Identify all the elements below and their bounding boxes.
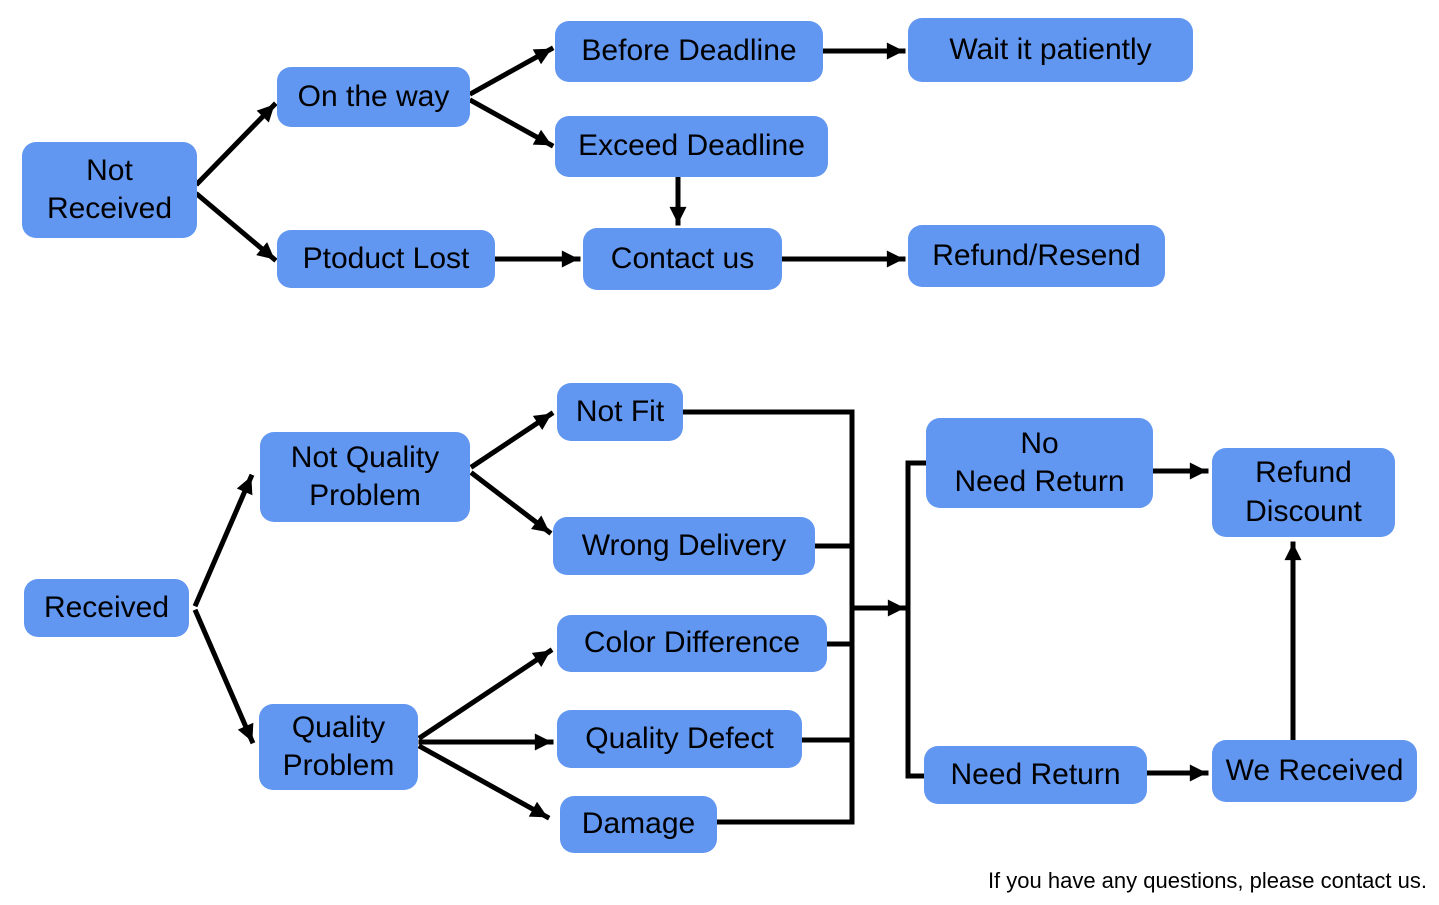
node-not-fit: Not Fit xyxy=(557,383,683,441)
footer-note: If you have any questions, please contac… xyxy=(987,868,1427,893)
node-we-received: We Received xyxy=(1212,740,1417,802)
node-contact-us: Contact us xyxy=(583,228,782,290)
node-not-quality-problem: Not Quality Problem xyxy=(260,432,470,522)
flow-arrow xyxy=(192,608,256,745)
node-exceed-deadline: Exceed Deadline xyxy=(555,116,828,177)
node-color-difference: Color Difference xyxy=(557,615,827,672)
node-not-received: Not Received xyxy=(22,142,197,238)
node-quality-problem: Quality Problem xyxy=(259,704,418,790)
flow-arrow xyxy=(468,45,555,97)
flow-arrow xyxy=(468,97,555,149)
flow-arrow xyxy=(469,410,555,470)
node-on-the-way: On the way xyxy=(277,67,470,127)
flow-arrow xyxy=(192,473,255,608)
node-damage: Damage xyxy=(560,796,717,853)
flow-arrow xyxy=(417,647,554,741)
flow-arrow xyxy=(417,743,551,821)
node-refund-resend: Refund/Resend xyxy=(908,225,1165,287)
node-wait-it-patiently: Wait it patiently xyxy=(908,18,1193,82)
node-wrong-delivery: Wrong Delivery xyxy=(553,517,815,575)
node-refund-discount: Refund Discount xyxy=(1212,448,1395,537)
flow-arrow xyxy=(194,101,278,187)
node-ptoduct-lost: Ptoduct Lost xyxy=(277,230,495,288)
edges-group xyxy=(192,42,1302,825)
node-received: Received xyxy=(24,579,189,637)
flow-arrow xyxy=(194,191,278,263)
node-quality-defect: Quality Defect xyxy=(557,710,802,768)
flow-arrow xyxy=(469,470,553,536)
node-before-deadline: Before Deadline xyxy=(555,21,823,82)
node-need-return: Need Return xyxy=(924,746,1147,804)
node-no-need-return: No Need Return xyxy=(926,418,1153,508)
